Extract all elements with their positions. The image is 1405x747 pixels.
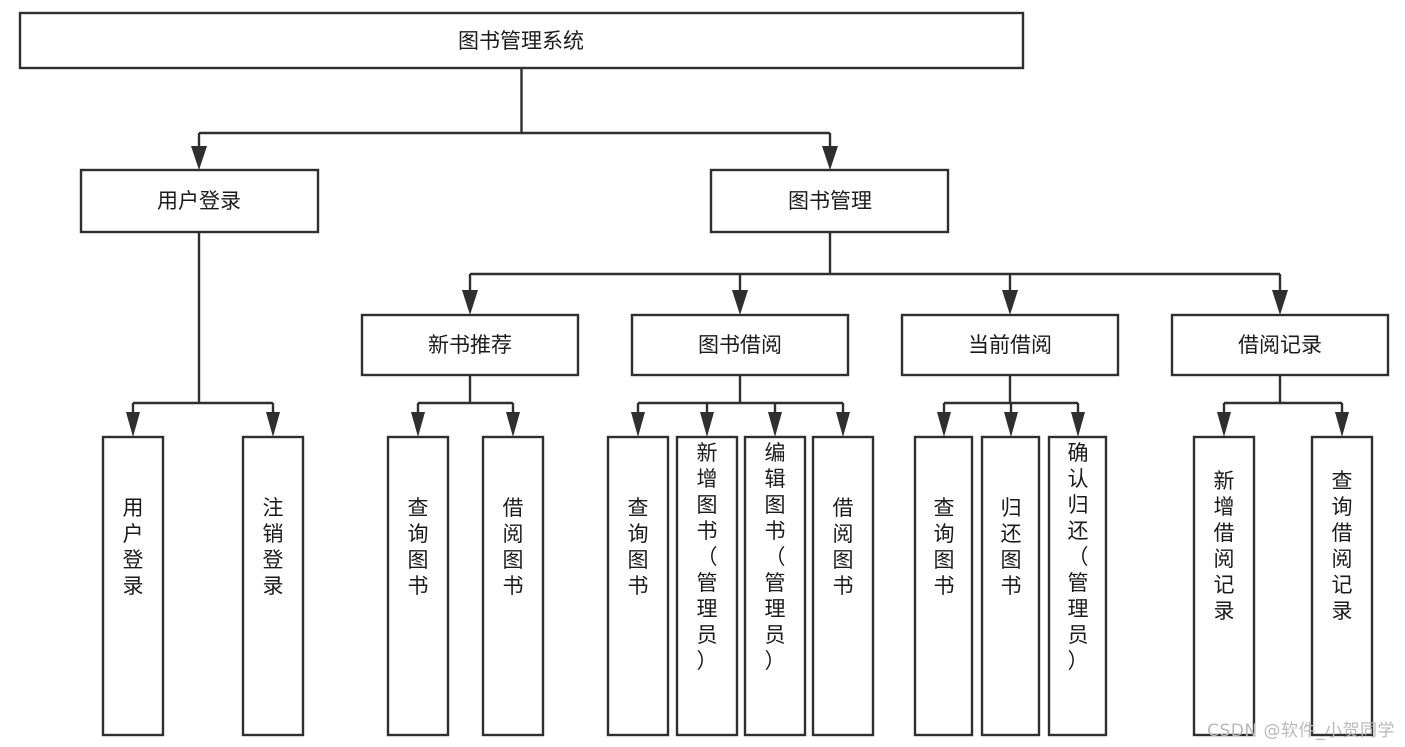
leaf-query-book-3[interactable]: 查询图书 <box>913 435 974 737</box>
leaf-return-book-label: 归还图书 <box>1001 496 1022 598</box>
arrow-head-leaf-add-record <box>1217 412 1231 437</box>
leaf-user-login[interactable]: 用户登录 <box>101 435 165 737</box>
leaf-user-login-label: 用户登录 <box>123 496 144 598</box>
leaf-logout-label: 注销登录 <box>263 496 284 598</box>
leaf-add-book-box[interactable] <box>675 435 739 737</box>
leaf-borrow-book-1-box[interactable] <box>481 435 545 737</box>
node-root-label: 图书管理系统 <box>458 29 584 53</box>
node-book-borrow-label: 图书借阅 <box>698 333 782 357</box>
leaf-query-book-2[interactable]: 查询图书 <box>606 435 670 737</box>
node-book-manage[interactable]: 图书管理 <box>709 168 950 234</box>
node-root[interactable]: 图书管理系统 <box>18 11 1025 70</box>
leaf-user-login-box[interactable] <box>101 435 165 737</box>
leaf-logout[interactable]: 注销登录 <box>241 435 305 737</box>
csdn-watermark: CSDN @软件_小贺同学 <box>1207 721 1395 741</box>
node-user-login-label: 用户登录 <box>157 189 241 213</box>
leaf-logout-box[interactable] <box>241 435 305 737</box>
leaf-confirm-return[interactable]: 确认归还（管理员） <box>1047 435 1108 737</box>
node-borrow-record[interactable]: 借阅记录 <box>1170 313 1390 377</box>
arrow-head-leaf-edit-book <box>768 412 782 437</box>
leaf-add-book-label: 新增图书（管理员） <box>697 441 718 673</box>
leaf-query-record-box[interactable] <box>1310 435 1374 737</box>
leaf-borrow-book-2-label: 借阅图书 <box>833 496 854 598</box>
leaf-add-record-box[interactable] <box>1192 435 1256 737</box>
arrow-head-leaf-add-book <box>700 412 714 437</box>
node-borrow-record-box[interactable] <box>1170 313 1390 377</box>
arrow-head-leaf-confirm-return <box>1071 412 1085 437</box>
node-current-borrow-label: 当前借阅 <box>968 333 1052 357</box>
leaf-query-book-3-label: 查询图书 <box>934 496 955 598</box>
leaf-query-record[interactable]: 查询借阅记录 <box>1310 435 1374 737</box>
node-current-borrow[interactable]: 当前借阅 <box>900 313 1120 377</box>
leaf-borrow-book-2-box[interactable] <box>811 435 875 737</box>
leaf-borrow-book-1-label: 借阅图书 <box>503 496 524 598</box>
leaf-confirm-return-box[interactable] <box>1047 435 1108 737</box>
leaf-edit-book-box[interactable] <box>743 435 807 737</box>
arrow-head-leaf-query-book-2 <box>631 412 645 437</box>
leaf-query-record-label: 查询借阅记录 <box>1332 469 1353 623</box>
node-current-borrow-box[interactable] <box>900 313 1120 377</box>
leaf-add-book[interactable]: 新增图书（管理员） <box>675 435 739 737</box>
leaf-query-book-1-box[interactable] <box>386 435 450 737</box>
arrow-head-book-borrow <box>732 290 748 315</box>
leaf-query-book-2-label: 查询图书 <box>628 496 649 598</box>
node-root-box[interactable] <box>18 11 1025 70</box>
leaf-add-record[interactable]: 新增借阅记录 <box>1192 435 1256 737</box>
node-user-login-box[interactable] <box>79 168 320 234</box>
arrow-head-leaf-borrow-book-2 <box>836 412 850 437</box>
arrow-head-new-book-recommend <box>462 290 478 315</box>
arrow-head-leaf-logout <box>266 412 280 437</box>
arrow-head-leaf-query-book-3 <box>937 412 951 437</box>
arrow-head-current-borrow <box>1002 290 1018 315</box>
connector-layer <box>126 68 1349 437</box>
leaf-confirm-return-label: 确认归还（管理员） <box>1068 441 1089 673</box>
node-new-book-recommend[interactable]: 新书推荐 <box>360 313 580 377</box>
arrow-head-borrow-record <box>1272 290 1288 315</box>
arrow-head-leaf-query-book-1 <box>411 412 425 437</box>
leaf-borrow-book-2[interactable]: 借阅图书 <box>811 435 875 737</box>
arrow-head-userlogin <box>191 146 207 170</box>
node-book-borrow[interactable]: 图书借阅 <box>630 313 850 377</box>
node-book-manage-label: 图书管理 <box>788 189 872 213</box>
leaf-query-book-1-label: 查询图书 <box>408 496 429 598</box>
node-book-manage-box[interactable] <box>709 168 950 234</box>
leaf-edit-book[interactable]: 编辑图书（管理员） <box>743 435 807 737</box>
node-new-book-recommend-label: 新书推荐 <box>428 333 512 357</box>
leaf-query-book-2-box[interactable] <box>606 435 670 737</box>
leaf-query-book-3-box[interactable] <box>913 435 974 737</box>
arrow-head-leaf-user-login <box>126 412 140 437</box>
leaf-query-book-1[interactable]: 查询图书 <box>386 435 450 737</box>
leaf-add-record-label: 新增借阅记录 <box>1214 469 1235 623</box>
arrow-head-leaf-return-book <box>1004 412 1018 437</box>
arrow-head-leaf-query-record <box>1335 412 1349 437</box>
leaf-borrow-book-1[interactable]: 借阅图书 <box>481 435 545 737</box>
arrow-head-bookmanage <box>822 146 838 170</box>
arrow-head-leaf-borrow-book-1 <box>506 412 520 437</box>
node-user-login[interactable]: 用户登录 <box>79 168 320 234</box>
node-borrow-record-label: 借阅记录 <box>1238 333 1322 357</box>
leaf-return-book[interactable]: 归还图书 <box>980 435 1041 737</box>
node-new-book-recommend-box[interactable] <box>360 313 580 377</box>
node-book-borrow-box[interactable] <box>630 313 850 377</box>
leaf-edit-book-label: 编辑图书（管理员） <box>765 441 786 673</box>
leaf-return-book-box[interactable] <box>980 435 1041 737</box>
